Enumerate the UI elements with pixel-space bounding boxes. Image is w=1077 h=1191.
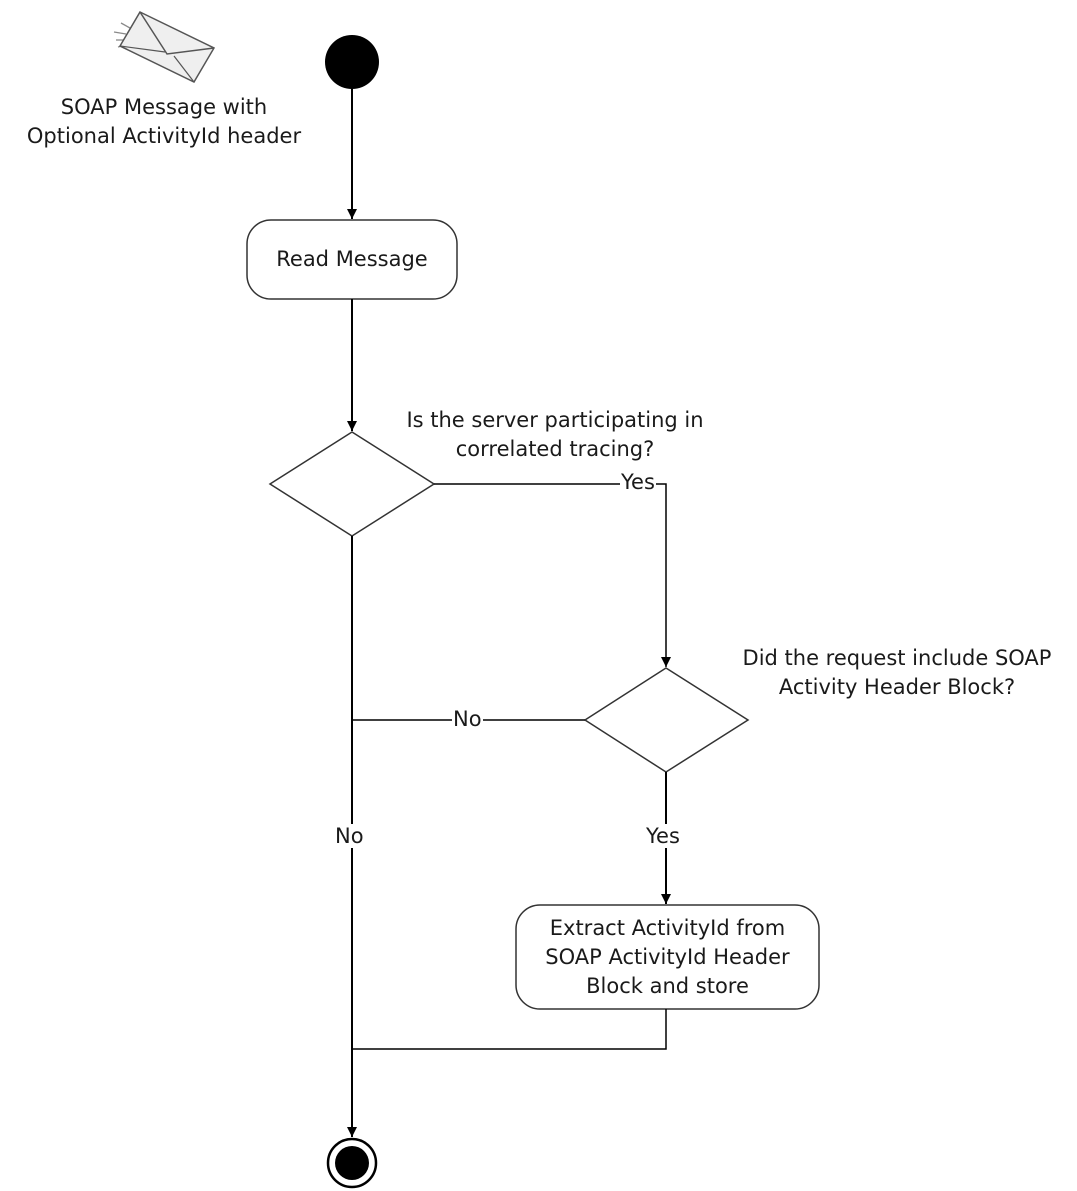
edge-header-no-label: No bbox=[452, 707, 483, 731]
read-message-label: Read Message bbox=[276, 247, 428, 271]
envelope-icon bbox=[113, 11, 216, 83]
edge-header-yes-label: Yes bbox=[645, 824, 681, 848]
message-label: SOAP Message with Optional ActivityId he… bbox=[26, 95, 302, 148]
edge-tracing-yes bbox=[434, 483, 671, 667]
edge-tracing-no-label: No bbox=[334, 824, 365, 848]
decision-tracing-label: Is the server participating in correlate… bbox=[406, 408, 704, 461]
edge-tracing-yes-label: Yes bbox=[620, 470, 656, 494]
initial-node bbox=[325, 35, 379, 89]
extract-label: Extract ActivityId from SOAP ActivityId … bbox=[545, 915, 790, 998]
decision-header-label: Did the request include SOAP Activity He… bbox=[742, 646, 1052, 699]
action-extract bbox=[515, 904, 820, 1010]
edge-extract-to-end bbox=[352, 1009, 667, 1050]
final-node-dot bbox=[335, 1146, 369, 1180]
